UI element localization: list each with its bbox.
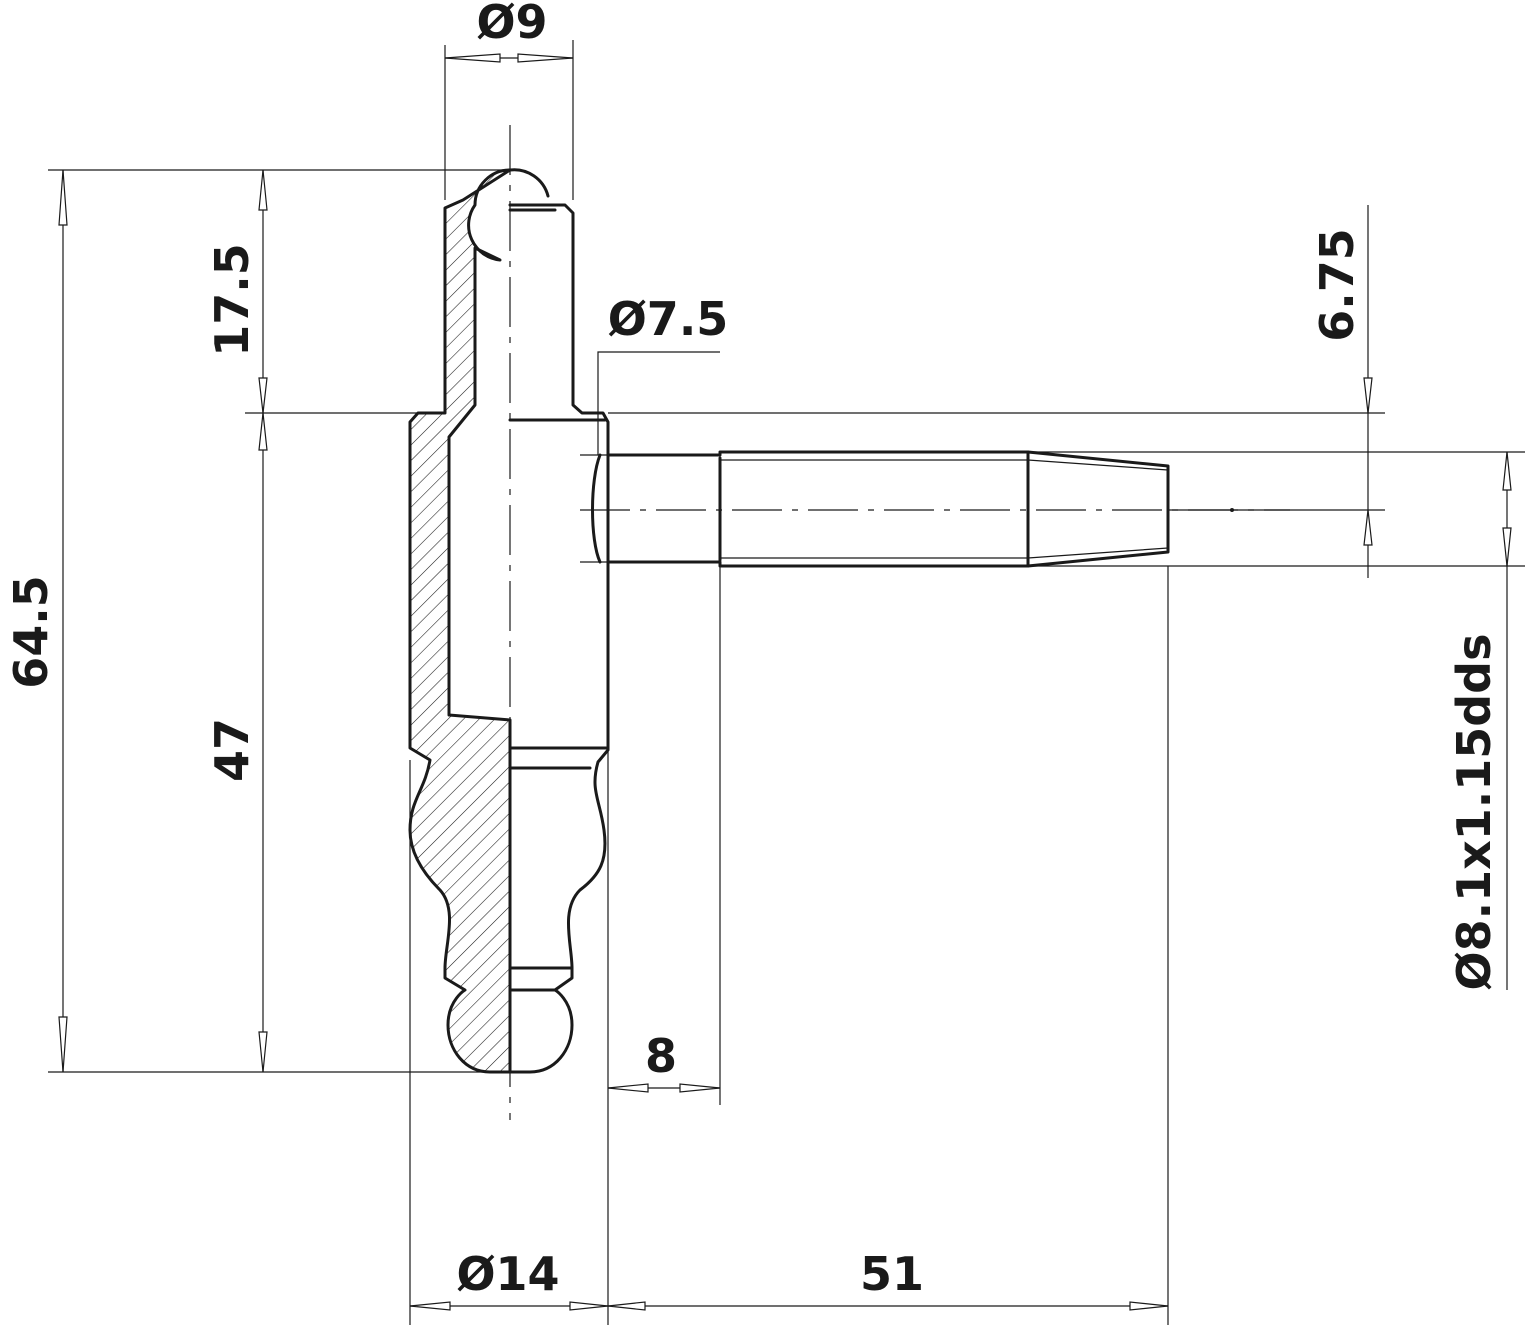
dim-6-75-arrow-bottom <box>1363 509 1373 546</box>
dim-8-arrow-left <box>607 1083 649 1093</box>
dim-17-5-arrow-bottom <box>258 377 268 414</box>
body-right-outline <box>508 203 610 1074</box>
dim-thread-arrow-bottom <box>1502 527 1512 567</box>
label-arm-length: 51 <box>860 1247 924 1301</box>
ball-tip <box>508 168 550 198</box>
dim-6-75-arrow-top <box>1363 377 1373 414</box>
label-neck-diameter: Ø7.5 <box>608 292 729 346</box>
dim-64-5-arrow-top <box>58 169 68 226</box>
dim-51-arrow-right <box>1129 1301 1169 1311</box>
dimension-labels: Ø9 17.5 Ø7.5 6.75 64.5 47 Ø8.1x1.15dds 8… <box>4 0 1501 1301</box>
dim-d14-arrow-right <box>569 1301 609 1311</box>
dim-47-arrow-bottom <box>258 1031 268 1073</box>
sectioned-body <box>408 168 512 1074</box>
dim-47-arrow-top <box>258 412 268 451</box>
part-geometry <box>408 125 1290 1120</box>
dim-thread-arrow-top <box>1502 451 1512 491</box>
threaded-arm <box>606 450 1170 568</box>
label-pin-diameter: Ø9 <box>476 0 547 49</box>
dim-8-arrow-right <box>679 1083 721 1093</box>
dim-d9-arrow-left <box>444 53 501 63</box>
label-thread: Ø8.1x1.15dds <box>1447 634 1501 991</box>
dimension-lines <box>48 40 1525 1325</box>
label-head-length: 17.5 <box>205 243 259 357</box>
label-offset: 6.75 <box>1310 228 1364 342</box>
label-body-length: 47 <box>205 718 259 782</box>
dim-64-5-arrow-bottom <box>58 1016 68 1073</box>
dim-d9-arrow-right <box>517 53 574 63</box>
label-overall-length: 64.5 <box>4 575 58 689</box>
dim-51-arrow-left <box>607 1301 646 1311</box>
arm-fillet <box>591 453 602 564</box>
label-collar-to-thread: 8 <box>645 1029 677 1083</box>
dim-d7-5-leader <box>597 351 720 455</box>
label-body-diameter: Ø14 <box>456 1247 559 1301</box>
taper-root <box>1027 459 1169 559</box>
dim-d14-arrow-left <box>409 1301 451 1311</box>
dim-17-5-arrow-top <box>258 169 268 211</box>
